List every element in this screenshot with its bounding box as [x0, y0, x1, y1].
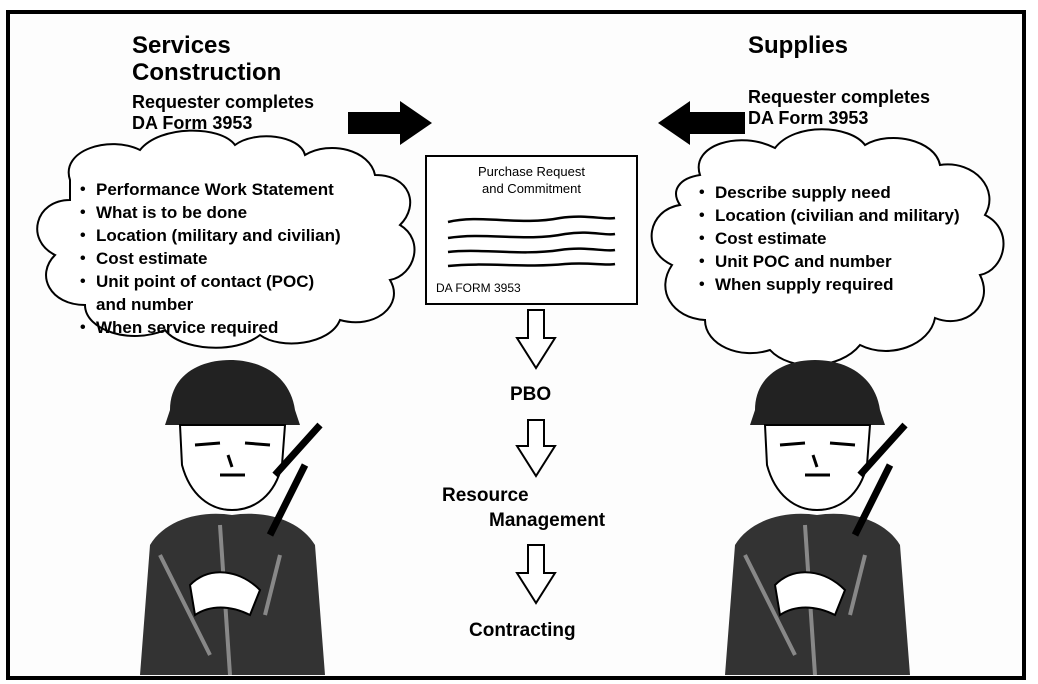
list-item: When service required [78, 316, 341, 339]
left-subtitle-line2: DA Form 3953 [132, 113, 253, 133]
list-item: When supply required [697, 273, 960, 296]
list-item: What is to be done [78, 201, 341, 224]
list-item: Location (civilian and military) [697, 204, 960, 227]
list-item: Cost estimate [697, 227, 960, 250]
list-item: Performance Work Statement [78, 178, 341, 201]
form-box [425, 155, 638, 305]
list-item: Location (military and civilian) [78, 224, 341, 247]
right-title: Supplies [748, 32, 849, 59]
down-arrow-icon [515, 309, 557, 370]
flow-step-pbo: PBO [510, 384, 552, 405]
right-bullet-list: Describe supply need Location (civilian … [697, 181, 960, 296]
list-item: Describe supply need [697, 181, 960, 204]
form-title-line1: Purchase Request [478, 164, 585, 179]
flow-step-management: Management [489, 510, 606, 531]
form-lines [447, 215, 616, 268]
list-item: Cost estimate [78, 247, 341, 270]
flow-step-contracting: Contracting [469, 620, 576, 641]
down-arrow-icon [515, 544, 557, 605]
right-arrow-icon [348, 101, 432, 145]
flow-step-resource: Resource [442, 485, 529, 506]
soldier-icon [140, 360, 325, 676]
list-item: Unit point of contact (POC) and number [78, 270, 341, 316]
form-footer: DA FORM 3953 [436, 281, 521, 295]
list-item: Unit POC and number [697, 250, 960, 273]
left-arrow-icon [658, 101, 745, 145]
form-title-line2: and Commitment [482, 181, 581, 196]
right-subtitle-line1: Requester completes [748, 87, 931, 107]
left-title-line2: Construction [132, 59, 282, 86]
down-arrow-icon [515, 419, 557, 478]
right-subtitle-line2: DA Form 3953 [748, 108, 869, 128]
left-subtitle-line1: Requester completes [132, 92, 315, 112]
left-title-line1: Services [132, 32, 231, 59]
left-bullet-list: Performance Work Statement What is to be… [78, 178, 341, 339]
soldier-icon [725, 360, 910, 676]
